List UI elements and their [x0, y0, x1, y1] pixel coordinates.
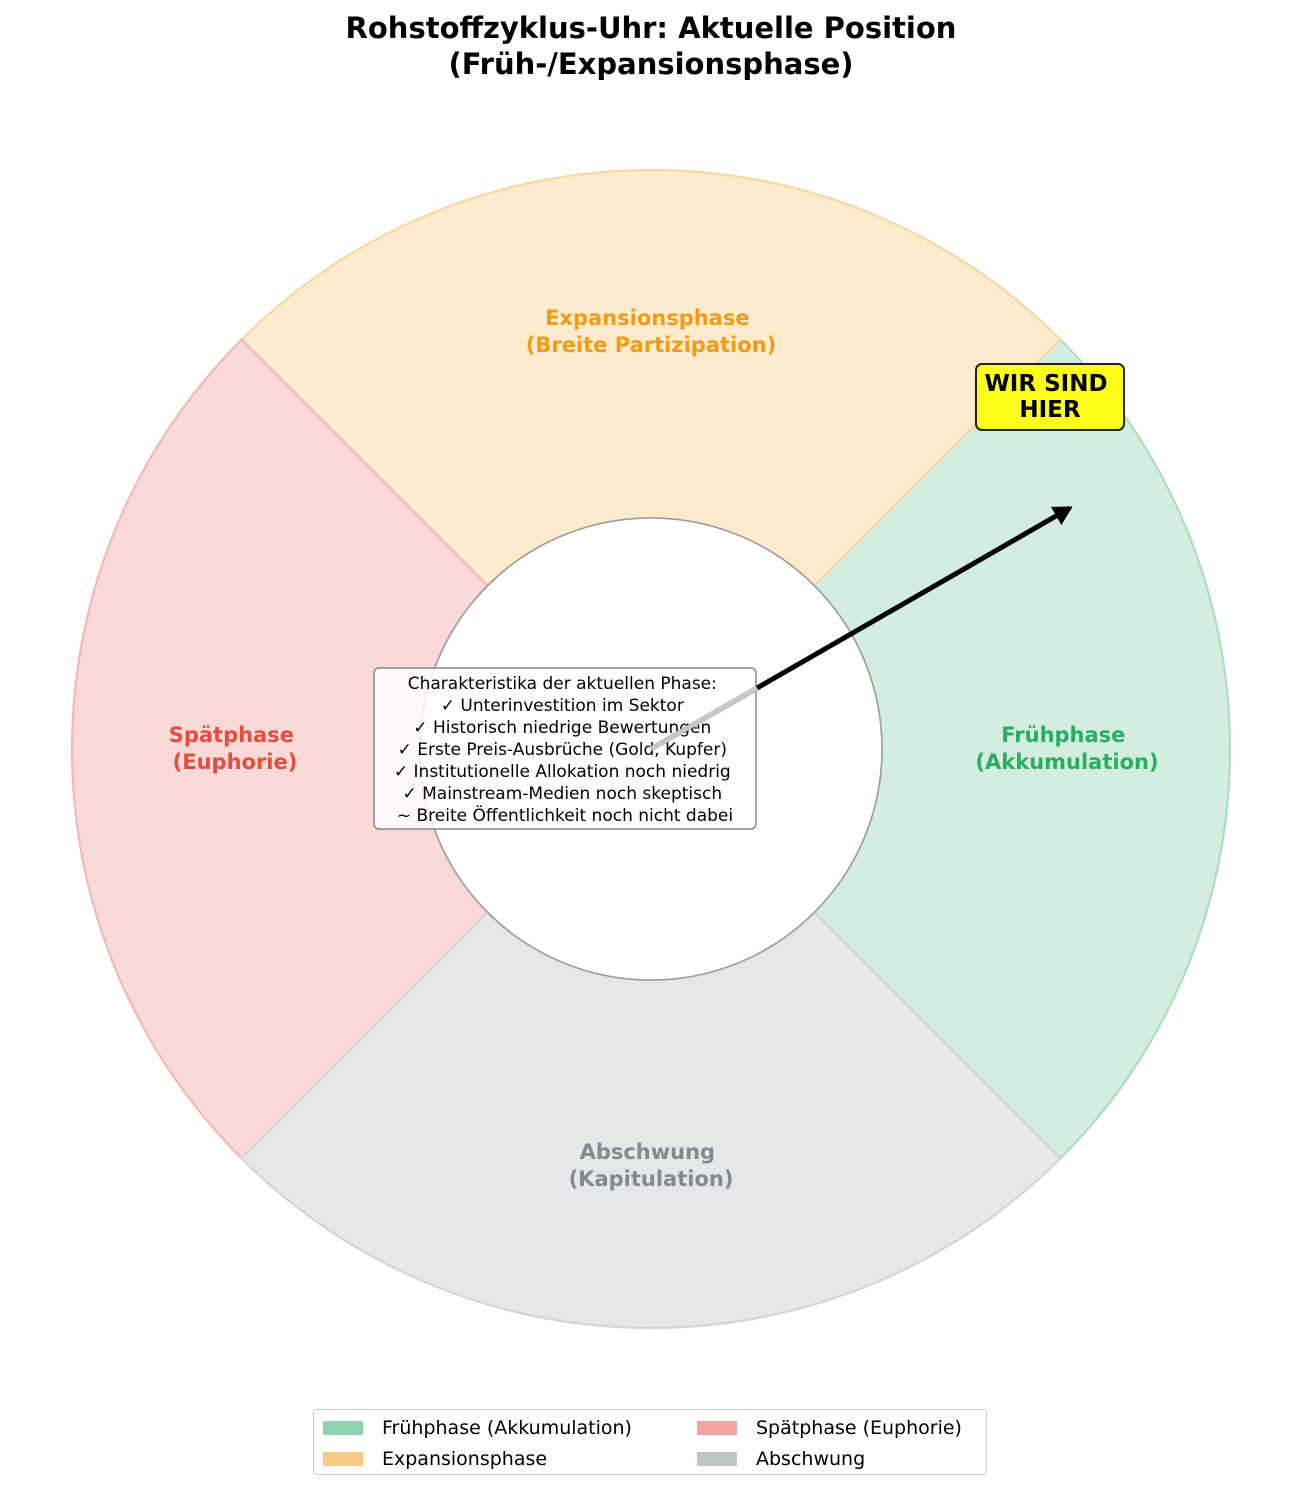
characteristics-heading: Charakteristika der aktuellen Phase: [408, 674, 717, 694]
characteristics-item: ✓ Erste Preis-Ausbrüche (Gold, Kupfer) [398, 740, 727, 760]
characteristics-item: ~ Breite Öffentlichkeit noch nicht dabei [397, 804, 733, 826]
position-callout-line2: HIER [1019, 397, 1081, 423]
legend-label: Expansionsphase [382, 1447, 548, 1470]
segment-label-abschwung: Abschwung (Kapitulation) [569, 1140, 734, 1191]
legend-swatch-abschwung [697, 1451, 737, 1466]
segment-label-fruehphase: Frühphase (Akkumulation) [975, 723, 1158, 774]
segment-label-spaetphase-line2: (Euphorie) [173, 750, 298, 774]
legend-item-fruehphase: Frühphase (Akkumulation) [323, 1412, 697, 1443]
legend-label: Spätphase (Euphorie) [756, 1416, 962, 1439]
segment-label-spaetphase-line1: Spätphase [169, 723, 294, 747]
segment-label-fruehphase-line1: Frühphase [1001, 723, 1125, 747]
characteristics-text: Charakteristika der aktuellen Phase: ✓ U… [394, 674, 736, 826]
pointer-arrow-faded-part [649, 685, 759, 752]
legend-label: Abschwung [756, 1447, 866, 1470]
segment-label-abschwung-line1: Abschwung [580, 1140, 716, 1164]
segment-label-abschwung-line2: (Kapitulation) [569, 1167, 734, 1191]
legend-swatch-expansion [323, 1451, 363, 1466]
legend: Frühphase (Akkumulation) Spätphase (Euph… [313, 1409, 987, 1475]
characteristics-box: Charakteristika der aktuellen Phase: ✓ U… [373, 667, 757, 830]
chart-title-line2: (Früh-/Expansionsphase) [448, 47, 854, 81]
characteristics-box-frame [373, 667, 757, 830]
chart-title: Rohstoffzyklus-Uhr: Aktuelle Position (F… [0, 10, 1302, 82]
position-callout-line1: WIR SIND [984, 371, 1107, 397]
segment-label-expansion-line2: (Breite Partizipation) [526, 333, 776, 357]
chart-title-line1: Rohstoffzyklus-Uhr: Aktuelle Position [345, 11, 957, 45]
position-callout: WIR SIND HIER [975, 363, 1125, 431]
characteristics-item: ✓ Institutionelle Allokation noch niedri… [394, 762, 731, 782]
legend-item-expansion: Expansionsphase [323, 1443, 697, 1474]
segment-label-expansion: Expansionsphase (Breite Partizipation) [526, 306, 776, 357]
characteristics-item: ✓ Unterinvestition im Sektor [441, 696, 684, 716]
segment-label-spaetphase: Spätphase (Euphorie) [169, 723, 302, 774]
legend-item-spaetphase: Spätphase (Euphorie) [697, 1412, 997, 1443]
position-callout-text: WIR SIND HIER [984, 371, 1115, 423]
position-callout-box [975, 363, 1125, 431]
legend-swatch-spaetphase [697, 1420, 737, 1435]
characteristics-item: ✓ Mainstream-Medien noch skeptisch [402, 784, 722, 804]
legend-item-abschwung: Abschwung [697, 1443, 997, 1474]
segment-label-expansion-line1: Expansionsphase [545, 306, 750, 330]
segment-label-fruehphase-line2: (Akkumulation) [975, 750, 1158, 774]
characteristics-item: ✓ Historisch niedrige Bewertungen [413, 718, 711, 738]
legend-label: Frühphase (Akkumulation) [382, 1416, 632, 1439]
legend-swatch-fruehphase [323, 1420, 363, 1435]
